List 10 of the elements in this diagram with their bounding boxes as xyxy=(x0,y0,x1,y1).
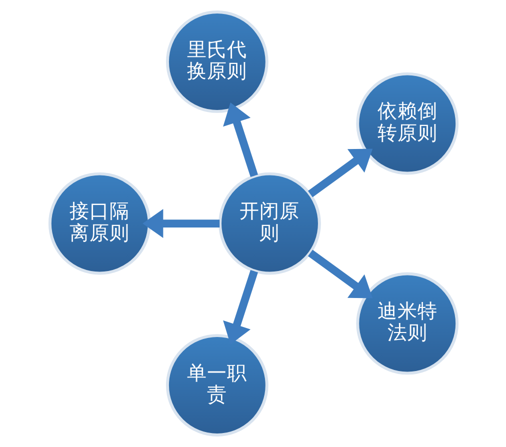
node-circle: 迪米特法则 xyxy=(356,272,458,375)
arrow xyxy=(222,102,258,178)
arrow xyxy=(142,209,220,238)
node-circle: 单一职责 xyxy=(166,334,268,436)
arrow xyxy=(307,250,372,298)
arrow xyxy=(307,148,372,198)
node-circle: 开闭原则 xyxy=(218,172,320,275)
node-circle: 依赖倒转原则 xyxy=(356,72,458,175)
node-circle: 接口隔离原则 xyxy=(48,172,150,275)
node-circle: 里氏代换原则 xyxy=(166,10,268,113)
